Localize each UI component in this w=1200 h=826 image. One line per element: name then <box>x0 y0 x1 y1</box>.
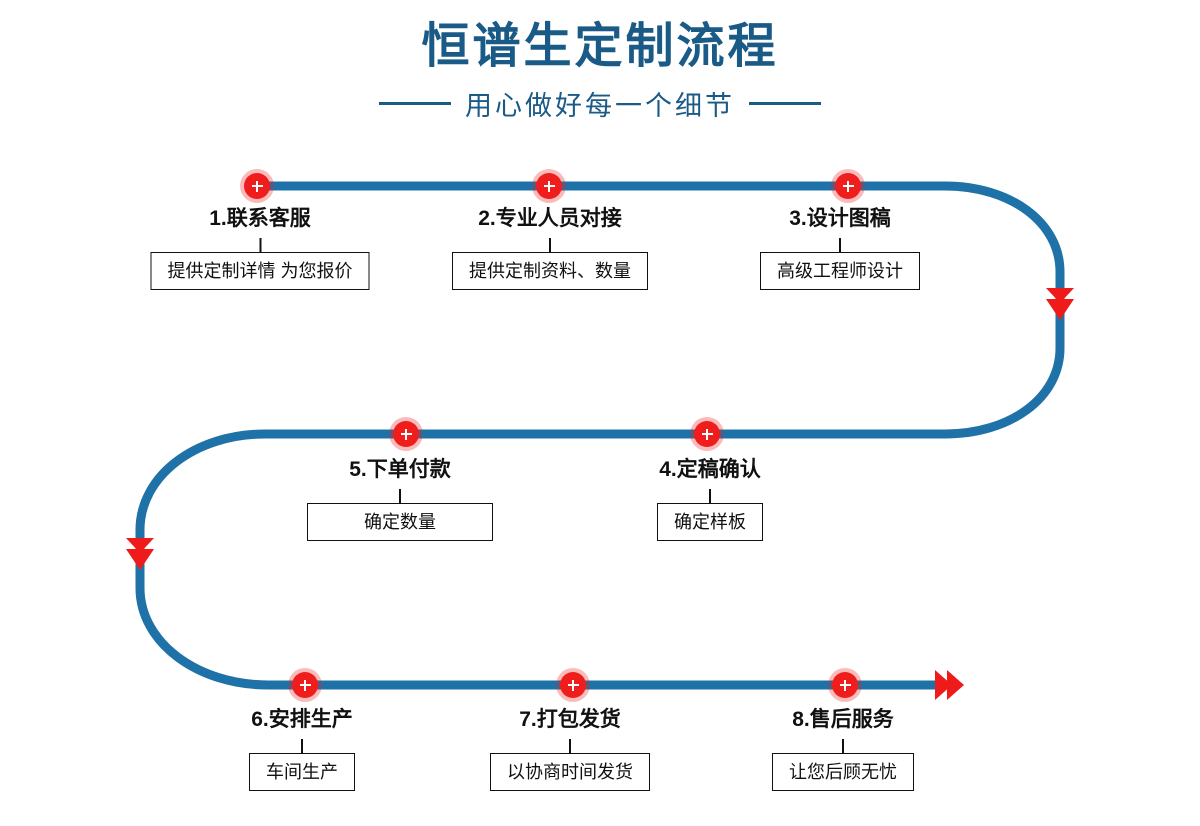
step-detail-box-2: 提供定制资料、数量 <box>452 252 648 290</box>
step-detail-box-4: 确定样板 <box>657 503 763 541</box>
step-item-5[interactable]: 5.下单付款 确定数量 <box>307 457 493 541</box>
node-marker-step-2[interactable] <box>536 173 562 199</box>
subtitle-row: 用心做好每一个细节 <box>0 84 1200 123</box>
step-title-5: 5.下单付款 <box>349 458 451 481</box>
step-item-8[interactable]: 8.售后服务 让您后顾无忧 <box>772 707 914 791</box>
step-title-4: 4.定稿确认 <box>659 458 761 481</box>
step-title-2: 2.专业人员对接 <box>478 207 622 230</box>
subtitle-rule-left <box>379 102 451 105</box>
subtitle-rule-right <box>749 102 821 105</box>
step-item-1[interactable]: 1.联系客服 提供定制详情 为您报价 <box>150 206 370 290</box>
header: 恒谱生定制流程 用心做好每一个细节 <box>0 18 1200 123</box>
step-detail-box-1: 提供定制详情 为您报价 <box>150 252 370 290</box>
page-subtitle: 用心做好每一个细节 <box>465 91 735 121</box>
step-stem-4 <box>709 489 711 503</box>
step-stem-6 <box>301 739 303 753</box>
node-marker-step-6[interactable] <box>292 672 318 698</box>
step-item-2[interactable]: 2.专业人员对接 提供定制资料、数量 <box>452 206 648 290</box>
page-title: 恒谱生定制流程 <box>421 20 779 73</box>
node-marker-step-5[interactable] <box>393 421 419 447</box>
step-stem-3 <box>839 238 841 252</box>
step-detail-box-3: 高级工程师设计 <box>760 252 920 290</box>
step-detail-box-8: 让您后顾无忧 <box>772 753 914 791</box>
node-marker-step-8[interactable] <box>832 672 858 698</box>
step-item-6[interactable]: 6.安排生产 车间生产 <box>249 707 355 791</box>
step-title-1: 1.联系客服 <box>209 207 311 230</box>
end-arrow-right-icon <box>935 670 964 700</box>
node-marker-step-1[interactable] <box>244 173 270 199</box>
step-stem-5 <box>399 489 401 503</box>
step-stem-7 <box>569 739 571 753</box>
turn-arrow-left-down-icon <box>126 538 154 570</box>
step-stem-1 <box>259 238 261 252</box>
step-title-6: 6.安排生产 <box>251 708 353 731</box>
flow-path-line <box>135 181 1065 690</box>
node-marker-step-7[interactable] <box>560 672 586 698</box>
step-detail-box-5: 确定数量 <box>307 503 493 541</box>
step-item-4[interactable]: 4.定稿确认 确定样板 <box>657 457 763 541</box>
node-marker-step-3[interactable] <box>835 173 861 199</box>
step-item-7[interactable]: 7.打包发货 以协商时间发货 <box>490 707 650 791</box>
step-title-8: 8.售后服务 <box>792 708 894 731</box>
step-detail-box-6: 车间生产 <box>249 753 355 791</box>
step-detail-box-7: 以协商时间发货 <box>490 753 650 791</box>
step-stem-8 <box>842 739 844 753</box>
step-stem-2 <box>549 238 551 252</box>
step-title-3: 3.设计图稿 <box>789 207 891 230</box>
step-item-3[interactable]: 3.设计图稿 高级工程师设计 <box>760 206 920 290</box>
turn-arrow-right-down-icon <box>1046 288 1074 320</box>
node-marker-step-4[interactable] <box>694 421 720 447</box>
step-title-7: 7.打包发货 <box>519 708 621 731</box>
